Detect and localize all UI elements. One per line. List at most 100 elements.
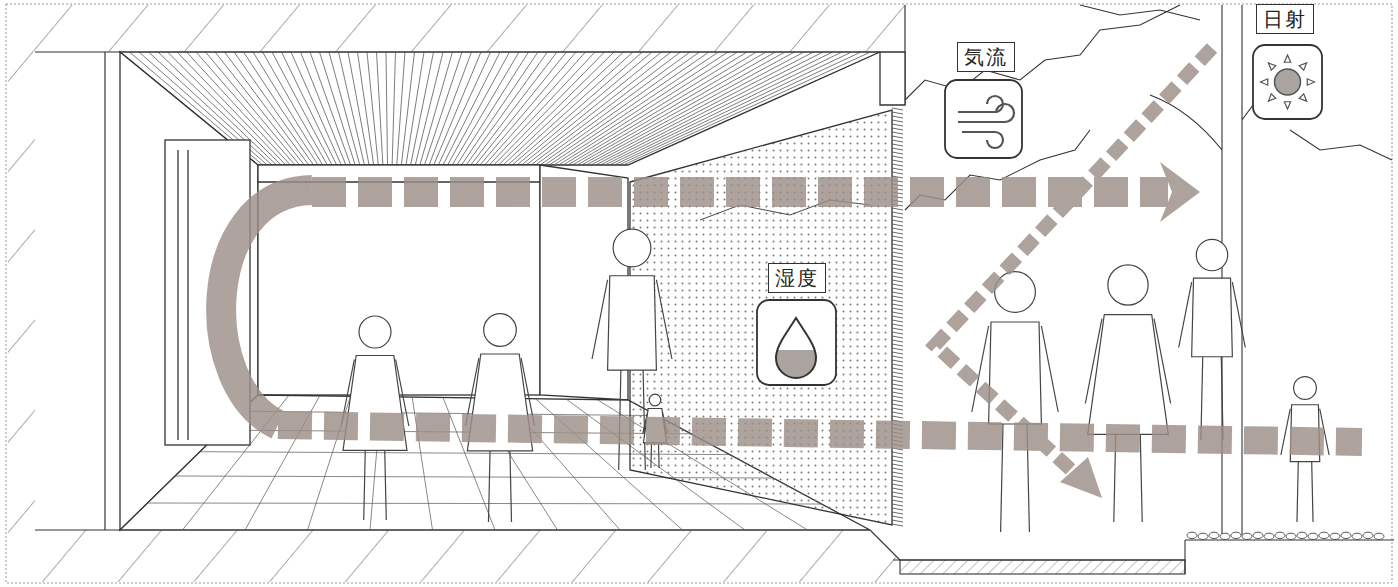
sun-ray-mark: [1261, 79, 1268, 85]
ceiling-slat: [358, 52, 374, 165]
ceiling-slat: [329, 52, 360, 165]
sun-ray-mark: [1299, 94, 1306, 101]
label-box: 湿度: [768, 263, 826, 293]
ceiling-slat: [517, 52, 652, 165]
planting-fringe: [892, 496, 903, 498]
label-text: 日射: [1263, 7, 1307, 31]
planting-fringe: [892, 508, 903, 510]
planting-fringe: [892, 212, 903, 214]
gravel-stone: [1220, 533, 1230, 539]
sun-ray-mark: [1268, 94, 1275, 101]
gravel-stone: [1198, 533, 1208, 539]
planting-fringe: [892, 256, 903, 258]
ceiling-slat: [392, 52, 395, 165]
gravel-stone: [1352, 533, 1362, 539]
planting-fringe: [892, 516, 903, 518]
ceiling-slat: [494, 52, 605, 165]
ceiling-slat: [406, 52, 424, 165]
person-figure: [1179, 239, 1246, 440]
planting-fringe: [892, 524, 903, 526]
planting-fringe: [892, 356, 903, 358]
planting-fringe: [892, 228, 903, 230]
ceiling-slat: [377, 52, 383, 165]
ceiling-slat: [573, 52, 767, 165]
gravel-stone: [1374, 533, 1384, 539]
planting-fringe: [892, 360, 903, 362]
label-box: 日射: [1256, 4, 1314, 34]
ceiling-slat: [508, 52, 633, 165]
ceiling-slat: [320, 52, 356, 165]
planting-fringe: [892, 248, 903, 250]
planting-fringe: [892, 460, 903, 462]
label-text: 気流: [964, 45, 1008, 69]
ceiling-slat: [545, 52, 709, 165]
gravel-stone: [1330, 533, 1340, 539]
ray-head: [1060, 457, 1102, 498]
planting-fringe: [892, 300, 903, 302]
ceiling-slat: [568, 52, 757, 165]
gravel-stone: [1275, 532, 1285, 538]
sun-ray-mark: [1284, 55, 1290, 62]
planting-fringe: [892, 484, 903, 486]
planting-fringe: [892, 296, 903, 298]
planting-fringe: [892, 352, 903, 354]
planting-fringe: [892, 396, 903, 398]
planting-fringe: [892, 328, 903, 330]
sun-ray-mark: [1299, 63, 1306, 70]
ceiling-slat: [540, 52, 699, 165]
gravel-stone: [1231, 532, 1241, 538]
planting-fringe: [892, 412, 903, 414]
planting-fringe: [892, 164, 903, 166]
planting-fringe: [892, 320, 903, 322]
person-figure: [1085, 265, 1170, 522]
gravel-stone: [1286, 533, 1296, 539]
planting-fringe: [892, 324, 903, 326]
planting-fringe: [892, 452, 903, 454]
ceiling-slat: [420, 52, 453, 165]
ceiling-slat: [397, 52, 405, 165]
frame: [6, 4, 1392, 583]
flow-head: [1160, 162, 1200, 222]
planting-fringe: [892, 500, 903, 502]
planting-fringe: [892, 488, 903, 490]
planting-fringe: [892, 384, 903, 386]
planting-fringe: [892, 416, 903, 418]
planting-fringe: [892, 216, 903, 218]
planting-fringe: [892, 476, 903, 478]
flow-arrows: [221, 48, 1362, 498]
flow-top: [312, 177, 1168, 207]
planting-fringe: [892, 140, 903, 142]
ceiling-slat: [559, 52, 738, 165]
ceiling-slat: [452, 52, 519, 165]
sun-ray-mark: [1268, 63, 1275, 70]
ceiling-slat: [386, 52, 388, 165]
gravel-stone: [1187, 532, 1197, 538]
ceiling-slat: [577, 52, 775, 165]
planting-fringe: [892, 288, 903, 290]
planting-fringe: [892, 472, 903, 474]
planting-fringe: [892, 260, 903, 262]
planting-fringe: [892, 168, 903, 170]
exterior: [870, 5, 1394, 574]
perforated-screen: [630, 110, 892, 525]
sun-ray-mark: [1284, 102, 1290, 109]
planting-fringe: [892, 144, 903, 146]
planting-fringe: [892, 392, 903, 394]
gravel-stone: [1319, 532, 1329, 538]
planting-fringe: [892, 464, 903, 466]
planting-fringe: [892, 404, 903, 406]
planting-fringe: [892, 408, 903, 410]
planting-fringe: [892, 116, 903, 118]
ceiling-slat: [471, 52, 557, 165]
sun-ray-mark: [1307, 79, 1314, 85]
person-figure: [972, 272, 1058, 532]
gravel-stone: [1297, 532, 1307, 538]
planting-fringe: [892, 272, 903, 274]
floor-joint: [148, 503, 822, 504]
planting-fringe: [892, 332, 903, 334]
planting-fringe: [892, 284, 903, 286]
planting-fringe: [892, 132, 903, 134]
planting-fringe: [892, 520, 903, 522]
ceiling-slat: [425, 52, 463, 165]
planting-fringe: [892, 152, 903, 154]
